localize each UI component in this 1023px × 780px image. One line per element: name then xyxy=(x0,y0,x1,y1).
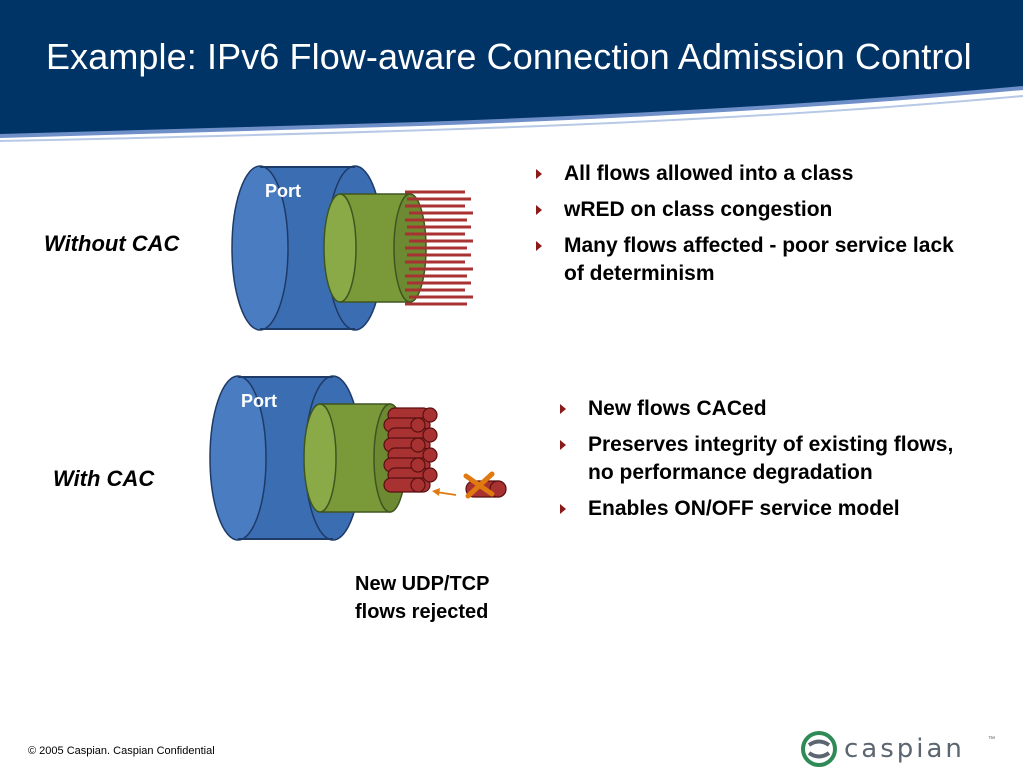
port-diagram-without-cac xyxy=(231,165,473,331)
reject-arrow-icon xyxy=(432,488,457,496)
bullet-arrow-icon xyxy=(560,504,566,514)
caption-line-1: New UDP/TCP xyxy=(355,573,490,595)
without-cac-bullets: All flows allowed into a class wRED on c… xyxy=(536,160,976,296)
port-label-top: Port xyxy=(265,181,301,201)
copyright-footer: © 2005 Caspian. Caspian Confidential xyxy=(28,745,215,757)
bullet-arrow-icon xyxy=(560,404,566,414)
class-pipe xyxy=(303,403,407,513)
caption-line-2: flows rejected xyxy=(355,601,489,623)
slide-title: Example: IPv6 Flow-aware Connection Admi… xyxy=(46,36,972,77)
bullet-item: Enables ON/OFF service model xyxy=(560,495,1000,523)
title-band xyxy=(0,0,1023,142)
caspian-logo: caspian ™ xyxy=(800,728,1000,772)
without-cac-label: Without CAC xyxy=(44,231,180,256)
caspian-swirl-icon xyxy=(801,731,837,767)
bullet-item: All flows allowed into a class xyxy=(536,160,976,188)
bullet-arrow-icon xyxy=(560,440,566,450)
admitted-flows xyxy=(383,407,438,493)
reject-x-icon xyxy=(463,471,495,499)
port-diagram-with-cac xyxy=(209,375,507,541)
bullet-arrow-icon xyxy=(536,169,542,179)
bullet-item: Preserves integrity of existing flows, n… xyxy=(560,431,1000,487)
flow-bundle xyxy=(405,190,473,306)
bullet-arrow-icon xyxy=(536,205,542,215)
bullet-arrow-icon xyxy=(536,241,542,251)
bullet-item: wRED on class congestion xyxy=(536,196,976,224)
rejected-caption: New UDP/TCP flows rejected xyxy=(355,570,489,626)
logo-trademark: ™ xyxy=(988,736,995,743)
port-label-bottom: Port xyxy=(241,391,277,411)
with-cac-label: With CAC xyxy=(53,466,155,491)
bullet-item: New flows CACed xyxy=(560,395,1000,423)
logo-wordmark: caspian xyxy=(844,734,965,764)
bullet-item: Many flows affected - poor service lack … xyxy=(536,232,976,288)
with-cac-bullets: New flows CACed Preserves integrity of e… xyxy=(560,395,1000,531)
